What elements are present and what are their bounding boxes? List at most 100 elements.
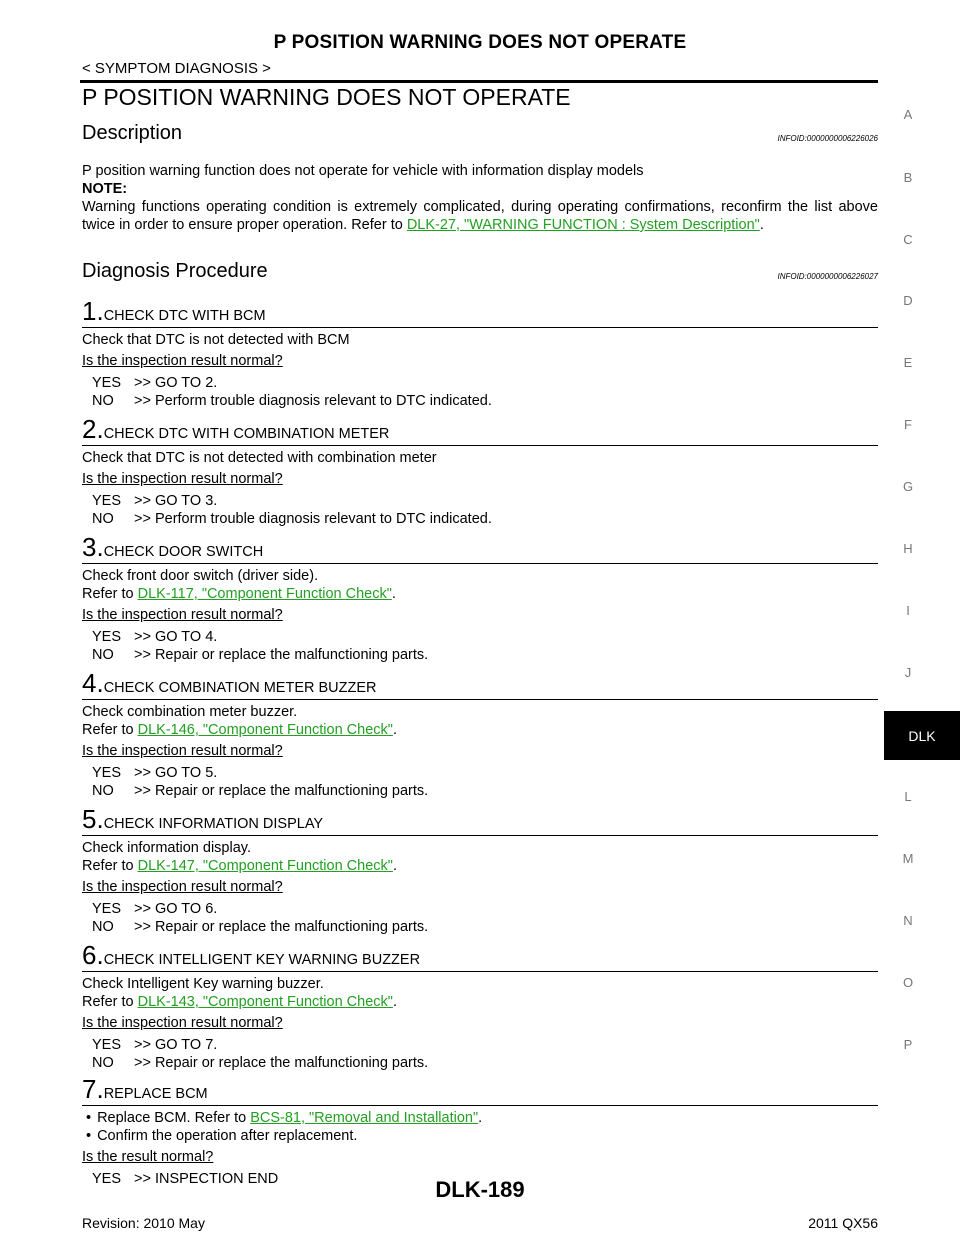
yes-text: >> GO TO 2. (134, 375, 218, 391)
step-divider (82, 563, 878, 564)
step-5: 5.CHECK INFORMATION DISPLAY Check inform… (82, 806, 878, 936)
side-index-h[interactable]: H (903, 541, 913, 556)
step-bullet: Replace BCM. Refer to BCS-81, "Removal a… (82, 1109, 878, 1127)
side-index-g[interactable]: G (902, 479, 914, 494)
side-index-p[interactable]: P (903, 1037, 913, 1052)
step-question: Is the result normal? (82, 1149, 214, 1165)
yes-answer: YES>> GO TO 4. (82, 628, 878, 646)
yes-text: >> GO TO 7. (134, 1037, 218, 1053)
step-divider (82, 445, 878, 446)
reference-link[interactable]: DLK-143, "Component Function Check" (137, 994, 393, 1010)
note-body: Warning functions operating condition is… (82, 199, 878, 233)
step-1: 1.CHECK DTC WITH BCM Check that DTC is n… (82, 298, 878, 410)
no-key: NO (92, 647, 114, 663)
description-heading: Description (82, 122, 183, 144)
step-question: Is the inspection result normal? (82, 607, 283, 623)
yes-answer: YES >> GO TO 7. (82, 1036, 878, 1054)
side-index-n[interactable]: N (903, 913, 913, 928)
step-divider (82, 327, 878, 328)
bullet-text: Confirm the operation after replacement. (97, 1128, 358, 1144)
refer-end: . (391, 586, 396, 602)
note-label: NOTE: (82, 181, 128, 197)
step-text: Check front door switch (driver side). (82, 568, 319, 584)
step-4: 4.CHECK COMBINATION METER BUZZER Check c… (82, 670, 878, 800)
reference-link[interactable]: DLK-146, "Component Function Check" (137, 722, 393, 738)
yes-answer: YES >> GO TO 5. (82, 764, 878, 782)
side-index-l[interactable]: L (904, 789, 912, 804)
no-text: >> Repair or replace the malfunctioning … (134, 783, 429, 799)
header-title: P POSITION WARNING DOES NOT OPERATE (273, 32, 687, 53)
side-index-dlk-active[interactable]: DLK (884, 711, 960, 760)
no-key: NO (92, 393, 114, 409)
yes-text: >> GO TO 3. (134, 493, 218, 509)
side-index-b[interactable]: B (903, 170, 913, 185)
step-number: 5. (82, 804, 104, 834)
footer-revision: Revision: 2010 May (82, 1215, 205, 1231)
yes-key: YES (92, 765, 122, 781)
side-index-o[interactable]: O (902, 975, 914, 990)
step-text: Check that DTC is not detected with BCM (82, 332, 350, 348)
side-index-e[interactable]: E (903, 355, 913, 370)
step-number: 1. (82, 296, 104, 326)
bullet-text: Replace BCM. Refer to (97, 1110, 251, 1126)
step-question: Is the inspection result normal? (82, 879, 283, 895)
yes-answer: YES>> GO TO 6. (82, 900, 878, 918)
yes-text: >> GO TO 4. (134, 629, 218, 645)
step-refer: Refer to DLK-117, "Component Function Ch… (82, 585, 878, 603)
refer-text: Refer to (82, 858, 138, 874)
reference-link[interactable]: DLK-147, "Component Function Check" (137, 858, 393, 874)
step-text: Check that DTC is not detected with comb… (82, 450, 437, 466)
no-answer: NO>> Repair or replace the malfunctionin… (82, 646, 878, 664)
step-refer: Refer to DLK-146, "Component Function Ch… (82, 721, 878, 739)
yes-key: YES (92, 1171, 122, 1187)
step-question: Is the inspection result normal? (82, 743, 283, 759)
step-label: REPLACE BCM (103, 1086, 208, 1102)
step-text: Check combination meter buzzer. (82, 704, 298, 720)
side-index-m[interactable]: M (902, 851, 914, 866)
side-index-c[interactable]: C (903, 232, 913, 247)
note-text: Warning functions operating condition is… (82, 198, 878, 234)
step-bullet: Confirm the operation after replacement. (82, 1127, 878, 1145)
yes-key: YES (92, 375, 122, 391)
step-divider (82, 971, 878, 972)
side-index-i[interactable]: I (906, 603, 910, 618)
yes-key: YES (92, 493, 122, 509)
step-label: CHECK DTC WITH BCM (103, 308, 266, 324)
step-label: CHECK DOOR SWITCH (103, 544, 264, 560)
yes-text: >> GO TO 5. (134, 765, 218, 781)
header-divider (80, 80, 878, 83)
description-infoid: INFOID:0000000006226026 (777, 134, 878, 143)
description-text: P position warning function does not ope… (82, 163, 644, 179)
step-number: 2. (82, 414, 104, 444)
refer-text: Refer to (82, 586, 138, 602)
refer-end: . (392, 722, 397, 738)
step-text: Check Intelligent Key warning buzzer. (82, 976, 324, 992)
step-divider (82, 835, 878, 836)
step-number: 3. (82, 532, 104, 562)
step-number: 6. (82, 940, 104, 970)
step-question: Is the inspection result normal? (82, 353, 283, 369)
no-answer: NO >> Repair or replace the malfunctionin… (82, 782, 878, 800)
reference-link[interactable]: DLK-117, "Component Function Check" (137, 586, 392, 602)
yes-text: >> INSPECTION END (134, 1171, 279, 1187)
step-2: 2.CHECK DTC WITH COMBINATION METER Check… (82, 416, 878, 528)
step-divider (82, 1105, 878, 1106)
yes-key: YES (92, 1037, 122, 1053)
step-label: CHECK DTC WITH COMBINATION METER (103, 426, 390, 442)
no-key: NO (92, 1055, 114, 1071)
side-index-f[interactable]: F (904, 417, 912, 432)
no-answer: NO>> Repair or replace the malfunctionin… (82, 918, 878, 936)
step-label: CHECK COMBINATION METER BUZZER (103, 680, 377, 696)
refer-end: . (392, 858, 397, 874)
reference-link[interactable]: BCS-81, "Removal and Installation" (250, 1110, 479, 1126)
side-index-j[interactable]: J (904, 665, 912, 680)
note-link[interactable]: DLK-27, "WARNING FUNCTION : System Descr… (406, 217, 760, 233)
no-key: NO (92, 783, 114, 799)
side-index-d[interactable]: D (903, 293, 913, 308)
side-index-a[interactable]: A (903, 107, 913, 122)
yes-text: >> GO TO 6. (134, 901, 218, 917)
step-divider (82, 699, 878, 700)
step-question: Is the inspection result normal? (82, 1015, 283, 1031)
step-label: CHECK INTELLIGENT KEY WARNING BUZZER (103, 952, 421, 968)
refer-end: . (392, 994, 397, 1010)
